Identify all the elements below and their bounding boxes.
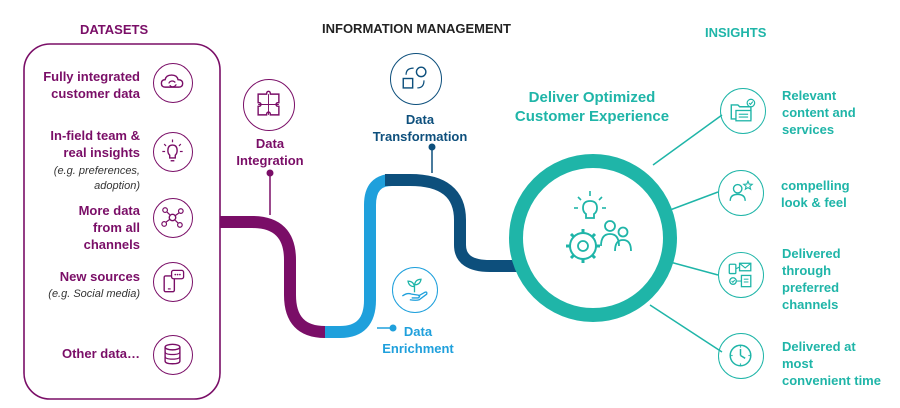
dataset-label-other: Other data… (61, 346, 140, 361)
dataset-label-infield: In-field team & real insights (50, 128, 140, 160)
insights-header: INSIGHTS (705, 25, 767, 40)
insight-label-content: Relevant content and services (782, 88, 856, 137)
puzzle-icon (243, 79, 295, 131)
center-title: Deliver Optimized Customer Experience (514, 89, 670, 125)
phone-chat-icon (153, 262, 193, 302)
dataset-note-infield: (e.g. preferences, adoption) (53, 165, 140, 192)
cloud-sync-icon (153, 63, 193, 103)
clock-icon (718, 333, 764, 379)
dataset-label-channels: More data from all channels (78, 203, 140, 252)
integration-dot (266, 169, 274, 177)
user-star-icon (718, 170, 764, 216)
channels-icon (718, 252, 764, 298)
database-icon (153, 335, 193, 375)
transformation-dot (428, 143, 436, 151)
gears-people-icon (566, 191, 632, 263)
plant-hand-icon (392, 267, 438, 313)
center-ring (509, 154, 677, 322)
datasets-header: DATASETS (80, 22, 149, 37)
lightbulb-icon (153, 132, 193, 172)
stage-label-integration: Data Integration (236, 136, 304, 168)
pipe-purple (220, 216, 335, 338)
information-management-header: INFORMATION MANAGEMENT (322, 21, 511, 36)
insight-label-time: Delivered at most convenient time (782, 339, 881, 388)
stage-label-enrichment: Data Enrichment (382, 324, 454, 356)
stage-label-transformation: Data Transformation (372, 112, 468, 144)
pipe-light-blue (325, 174, 393, 338)
insight-label-look: compelling look & feel (781, 178, 850, 210)
network-nodes-icon (153, 198, 193, 238)
insight-label-channels: Delivered through preferred channels (782, 246, 841, 312)
enrichment-dot (389, 324, 397, 332)
dataset-label-integrated: Fully integrated customer data (43, 69, 140, 101)
dataset-note-new-sources: (e.g. Social media) (48, 288, 140, 300)
pipe-navy (385, 174, 520, 272)
dataset-label-new-sources: New sources (59, 269, 140, 284)
transformation-icon (390, 53, 442, 105)
content-folder-icon (720, 88, 766, 134)
